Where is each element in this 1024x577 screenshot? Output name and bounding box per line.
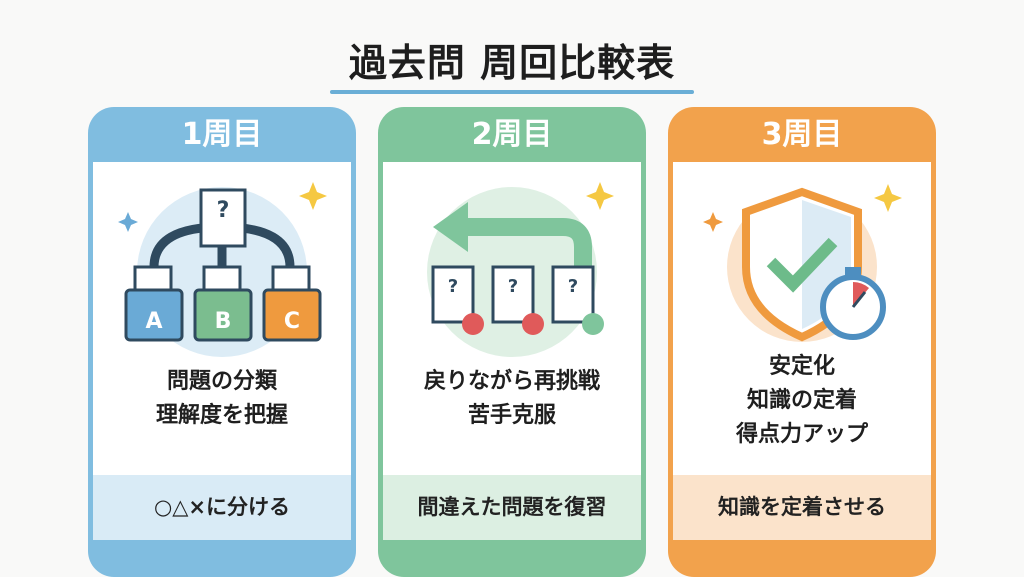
svg-text:?: ?: [448, 276, 458, 297]
svg-text:?: ?: [508, 276, 518, 297]
svg-text:C: C: [284, 309, 300, 334]
card-description: 戻りながら再挑戦 苦手克服: [383, 365, 641, 433]
description-line: 戻りながら再挑戦: [423, 369, 600, 394]
svg-text:?: ?: [568, 276, 578, 297]
page-title: 過去問 周回比較表: [348, 41, 676, 85]
shield-stopwatch-icon: [703, 184, 902, 342]
card-description: 問題の分類 理解度を把握: [93, 365, 351, 433]
card-description: 安定化 知識の定着 得点力アップ: [673, 350, 931, 452]
card-summary: 間違えた問題を復習: [383, 475, 641, 540]
svg-text:A: A: [145, 309, 162, 334]
description-line: 理解度を把握: [155, 403, 288, 428]
card-header: 1周目: [181, 117, 263, 152]
title-underline: [330, 90, 694, 94]
card-header: 3周目: [761, 117, 843, 152]
round-2-card: 2周目 ??? 戻りながら再挑戦 苦手克服 間違えた問題を復習: [378, 107, 646, 577]
description-line: 安定化: [768, 354, 835, 379]
card-body: 安定化 知識の定着 得点力アップ: [673, 162, 931, 475]
description-line: 知識の定着: [746, 388, 857, 413]
svg-text:B: B: [215, 309, 232, 334]
card-body: ? A B C 問題の分類 理解度を把握: [93, 162, 351, 475]
card-summary: ○△×に分ける: [93, 475, 351, 540]
card-summary: 知識を定着させる: [673, 475, 931, 540]
round-3-card: 3周目 安定化 知識の定着 得点力アップ 知識を定着させる: [668, 107, 936, 577]
round-1-card: 1周目 ? A B C 問題の分類 理解度を把握 ○△×に分ける: [88, 107, 356, 577]
svg-text:?: ?: [217, 198, 230, 223]
card-body: ??? 戻りながら再挑戦 苦手克服: [383, 162, 641, 475]
description-line: 得点力アップ: [735, 422, 868, 447]
folder-classification-icon: ? A B C: [118, 182, 327, 357]
card-header: 2周目: [471, 117, 553, 152]
description-line: 苦手克服: [467, 403, 556, 428]
description-line: 問題の分類: [166, 369, 277, 394]
return-arrow-retry-icon: ???: [427, 182, 614, 357]
